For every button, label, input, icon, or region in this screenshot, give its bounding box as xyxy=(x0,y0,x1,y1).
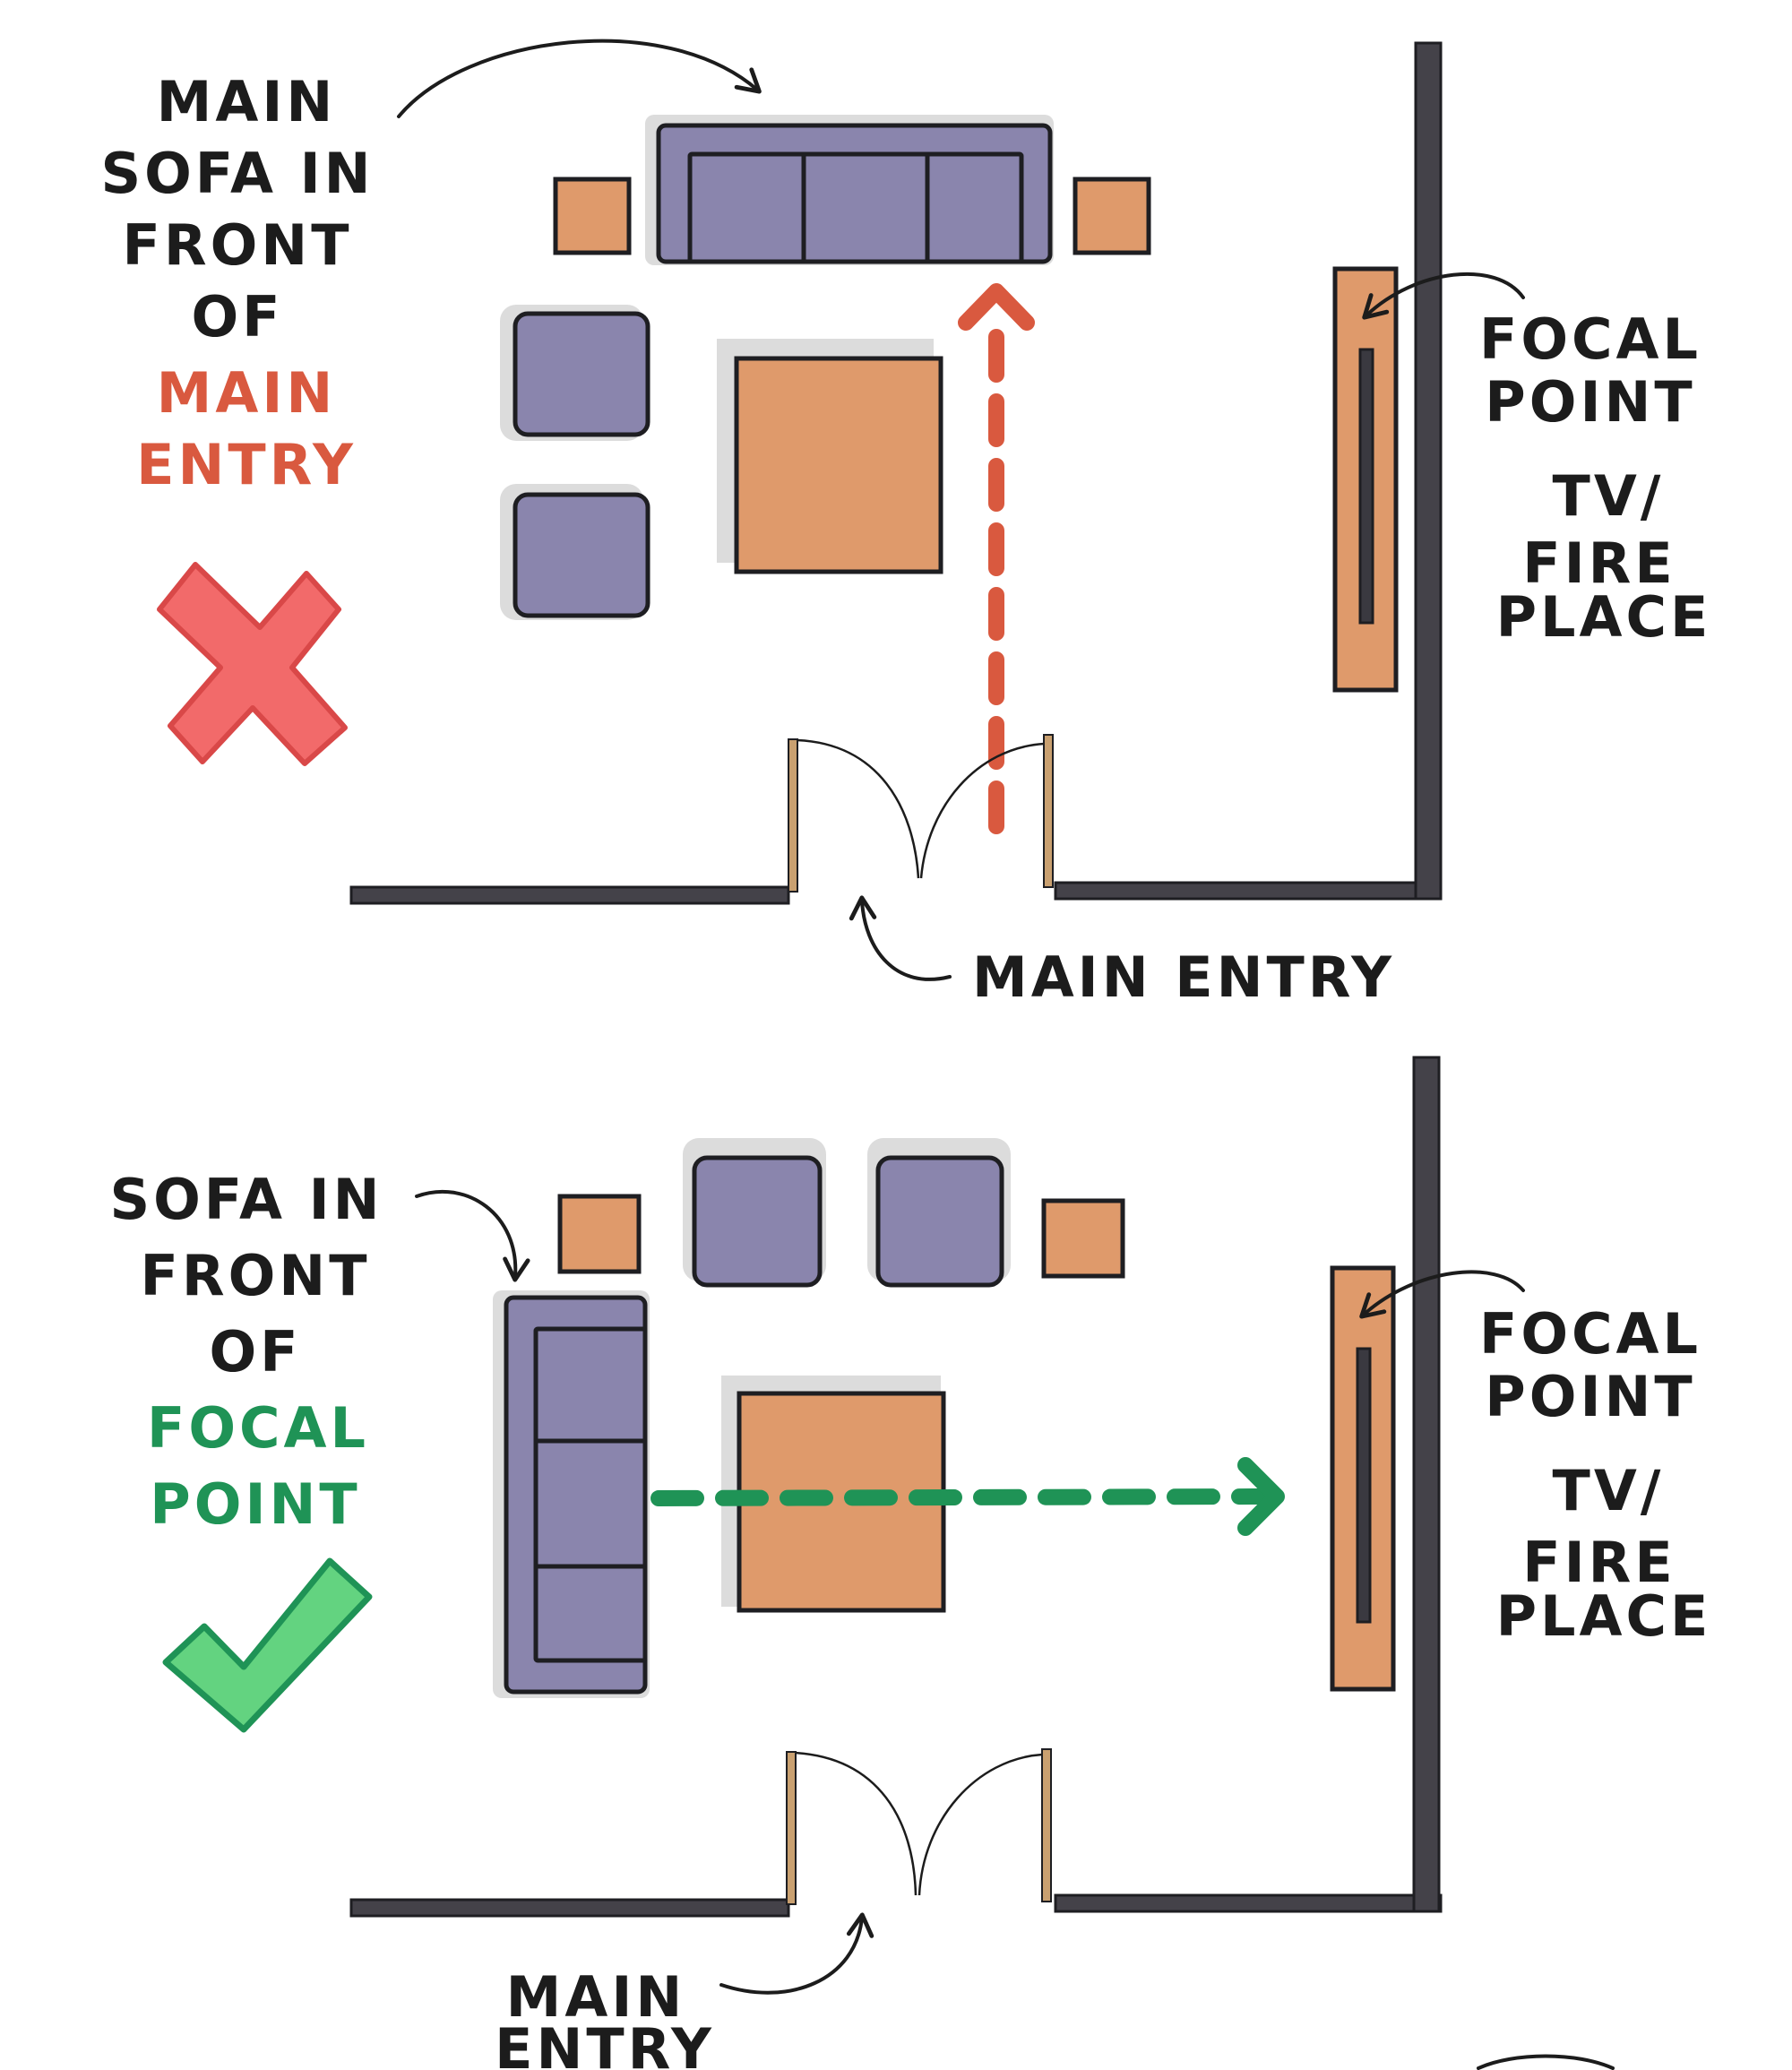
top-wall-vertical xyxy=(1414,41,1443,901)
top-label-line-3: FRONT xyxy=(123,212,353,278)
top-door xyxy=(788,734,1054,893)
top-highlight-line-2: ENTRY xyxy=(136,432,357,497)
bottom-side-table-right xyxy=(1041,1198,1125,1279)
bottom-coffee-table xyxy=(737,1391,946,1613)
bottom-armchair-2 xyxy=(875,1155,1004,1288)
bottom-highlight-line-2: POINT xyxy=(150,1471,360,1537)
top-label-line-1: MAIN xyxy=(157,69,337,134)
top-tv-fireplace xyxy=(1332,266,1399,693)
top-wall-left xyxy=(349,885,790,905)
bottom-main-sofa xyxy=(504,1295,648,1695)
top-sofa-label: MAIN SOFA IN FRONT OF MAIN ENTRY xyxy=(100,69,374,497)
top-armchair-2 xyxy=(513,492,650,618)
bottom-entry-label: MAIN ENTRY xyxy=(495,1964,715,2070)
top-focal-label: FOCAL POINT TV/ FIRE PLACE xyxy=(1479,306,1712,650)
top-highlight-line-1: MAIN xyxy=(157,360,337,426)
bottom-tv-fireplace xyxy=(1330,1265,1396,1692)
bottom-label-line-2: FRONT xyxy=(141,1243,371,1308)
bottom-tv-line-3: PLACE xyxy=(1496,1583,1712,1649)
bottom-sofa-label: SOFA IN FRONT OF FOCAL POINT xyxy=(109,1167,383,1537)
bottom-wall-left xyxy=(349,1898,790,1918)
bottom-tv-line-1: TV/ xyxy=(1553,1458,1665,1523)
bottom-label-line-1: SOFA IN xyxy=(109,1167,383,1232)
bottom-side-table-left xyxy=(557,1194,642,1274)
bottom-partial-sketch-mark xyxy=(1477,2054,1615,2070)
top-walls xyxy=(349,41,1443,905)
top-side-table-right xyxy=(1073,177,1151,255)
top-tv-line-3: PLACE xyxy=(1496,584,1712,650)
bottom-tv-line-2: FIRE xyxy=(1522,1530,1676,1595)
top-entry-path-arrow xyxy=(958,283,1035,834)
top-sofa-pointer-arrow xyxy=(397,39,762,118)
bottom-wall-vertical xyxy=(1412,1056,1441,1913)
bottom-focal-pointer-arrow xyxy=(1359,1270,1525,1319)
bottom-focal-label: FOCAL POINT TV/ FIRE PLACE xyxy=(1479,1301,1712,1649)
top-label-line-4: OF xyxy=(191,284,283,349)
top-main-sofa xyxy=(656,123,1053,264)
top-focal-pointer-arrow xyxy=(1362,272,1525,320)
top-diagram: MAIN SOFA IN FRONT OF MAIN ENTRY xyxy=(100,39,1712,1010)
bottom-armchair-1 xyxy=(692,1155,823,1288)
bottom-wall-right xyxy=(1054,1893,1443,1913)
bottom-focal-line-2: POINT xyxy=(1485,1364,1695,1429)
bottom-entry-pointer-arrow xyxy=(719,1912,874,1995)
top-entry-pointer-arrow xyxy=(849,895,952,981)
top-tv-line-1: TV/ xyxy=(1553,463,1665,529)
top-entry-label: MAIN ENTRY xyxy=(972,944,1395,1010)
bottom-highlight-line-1: FOCAL xyxy=(147,1395,369,1461)
top-tv-line-2: FIRE xyxy=(1522,530,1676,596)
top-wall-right xyxy=(1054,881,1443,901)
bottom-door xyxy=(786,1748,1052,1905)
top-focal-line-1: FOCAL xyxy=(1479,306,1702,372)
top-focal-line-2: POINT xyxy=(1485,369,1695,435)
top-side-table-left xyxy=(553,177,632,255)
top-armchair-1 xyxy=(513,311,650,437)
top-label-line-2: SOFA IN xyxy=(100,141,374,206)
check-icon xyxy=(162,1557,373,1733)
bottom-entry-line-2: ENTRY xyxy=(495,2016,715,2070)
bottom-sofa-pointer-arrow xyxy=(415,1189,530,1282)
bottom-walls xyxy=(349,1056,1443,1918)
bottom-label-line-3: OF xyxy=(209,1319,301,1384)
top-coffee-table xyxy=(734,356,943,574)
cross-icon xyxy=(157,562,348,766)
bottom-focal-line-1: FOCAL xyxy=(1479,1301,1702,1367)
bottom-diagram: SOFA IN FRONT OF FOCAL POINT xyxy=(109,1056,1712,2070)
bottom-focal-path-arrow xyxy=(650,1457,1285,1536)
bottom-entry-line-1: MAIN xyxy=(506,1964,686,2030)
